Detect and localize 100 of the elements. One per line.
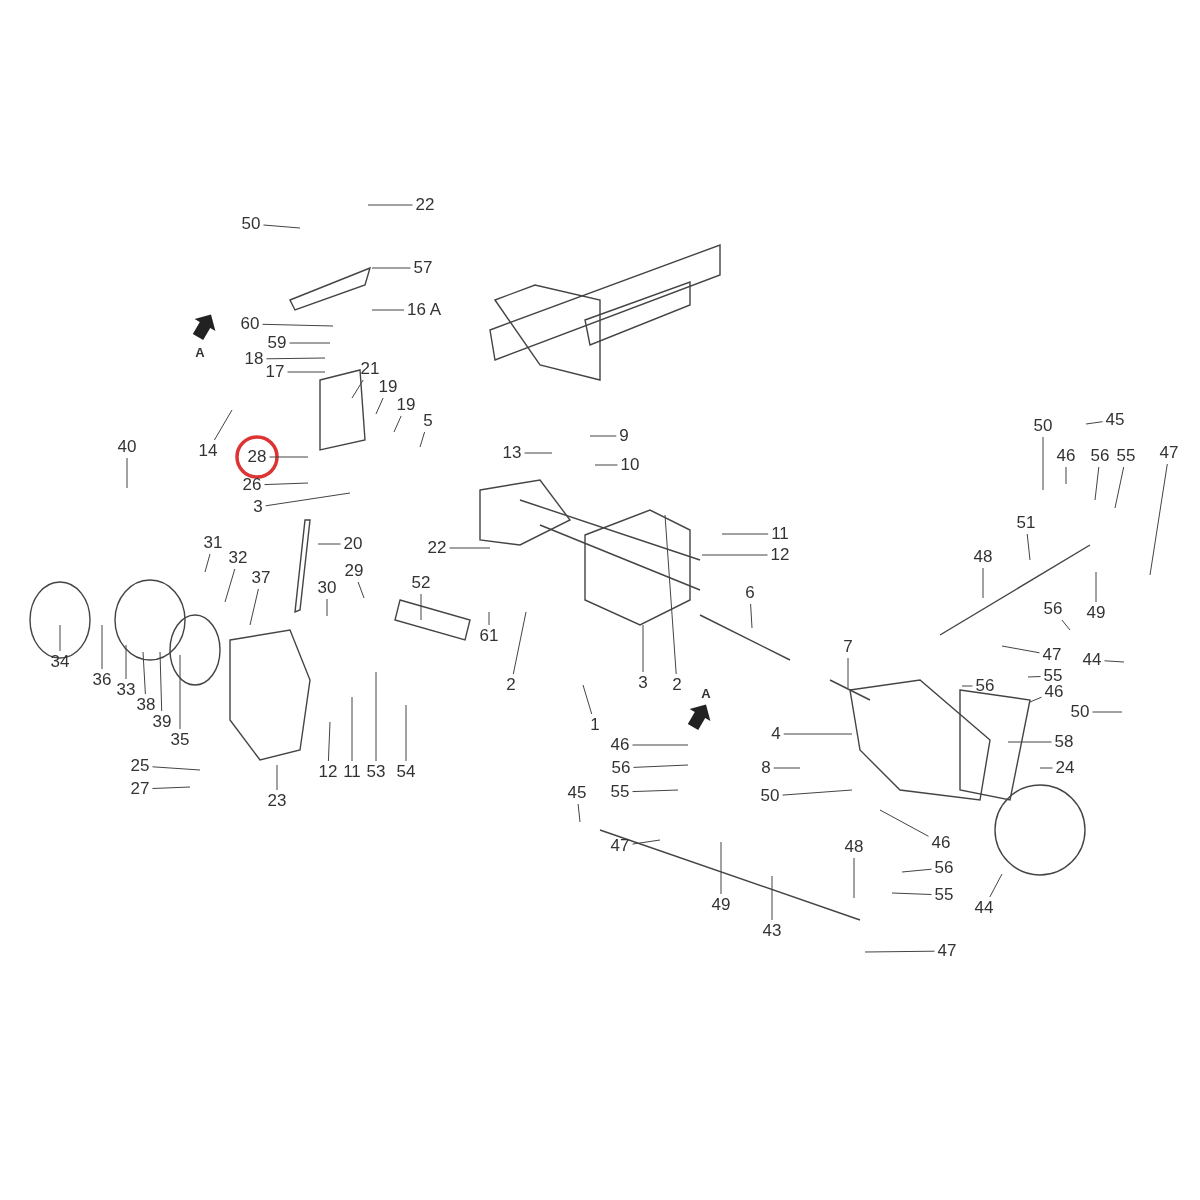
callout-number: 60 [239, 315, 261, 333]
leader-line [371, 309, 405, 311]
callout-number: 43 [761, 922, 783, 940]
callout-number: 11 [342, 763, 362, 781]
callout-number: 47 [936, 942, 958, 960]
callout-number: 8 [760, 759, 772, 777]
callout-number: 47 [1041, 646, 1063, 664]
callout-number: 55 [933, 886, 955, 904]
callout-number: 22 [426, 539, 448, 557]
callout-number: 57 [412, 259, 434, 277]
leader-line [1065, 466, 1067, 485]
callout-number: 32 [227, 549, 249, 567]
callout-number: 29 [343, 562, 365, 580]
callout-number: 20 [342, 535, 364, 553]
callout-number: 50 [1032, 417, 1054, 435]
leader-line [142, 651, 146, 695]
leader-line [276, 764, 278, 791]
leader-line [327, 721, 331, 762]
leader-line [961, 685, 973, 687]
callout-number: 19 [377, 378, 399, 396]
callout-number: 26 [241, 476, 263, 494]
callout-number: 3 [637, 674, 649, 692]
callout-number: 39 [151, 713, 173, 731]
leader-line [375, 397, 384, 415]
leader-line [1039, 767, 1053, 769]
leader-line [152, 786, 191, 789]
callout-number: 56 [610, 759, 632, 777]
leader-line [1149, 463, 1168, 576]
callout-number: 17 [264, 363, 286, 381]
callout-number: 49 [710, 896, 732, 914]
callout-number: 47 [1158, 444, 1180, 462]
callout-number: 35 [169, 731, 191, 749]
leader-line [405, 704, 407, 762]
callout-number: 9 [618, 427, 630, 445]
leader-line [771, 875, 773, 921]
leader-line [351, 696, 353, 762]
leader-line [1007, 741, 1052, 743]
leader-line [101, 624, 103, 670]
callout-number: 11 [770, 525, 790, 543]
callout-number: 52 [410, 574, 432, 592]
leader-line [524, 452, 553, 454]
leader-line [326, 598, 328, 617]
leader-line [632, 789, 679, 793]
callout-number: 31 [202, 534, 224, 552]
leader-line [721, 533, 769, 535]
callout-number: 48 [843, 838, 865, 856]
leader-line [393, 415, 402, 433]
callout-number: 56 [933, 859, 955, 877]
leader-line [982, 567, 984, 599]
callout-number: 34 [49, 653, 71, 671]
leader-line [269, 456, 309, 458]
callout-number: 46 [1043, 683, 1065, 701]
callout-number: 13 [501, 444, 523, 462]
leader-line [891, 892, 932, 895]
leader-line [420, 593, 422, 621]
callout-number: 46 [1055, 447, 1077, 465]
leader-line [594, 464, 618, 466]
callout-number: 5 [422, 412, 434, 430]
leader-line [642, 624, 644, 673]
callout-number: 46 [930, 834, 952, 852]
leader-line [1095, 571, 1097, 603]
leader-line [213, 409, 233, 441]
callout-number: 27 [129, 780, 151, 798]
callout-number: 10 [619, 456, 641, 474]
leader-line [125, 644, 127, 680]
leader-line [204, 553, 211, 573]
callout-number: 40 [116, 438, 138, 456]
leader-line [853, 857, 855, 899]
leader-line [263, 224, 301, 229]
callout-number: 45 [1104, 411, 1126, 429]
callout-number: 21 [359, 360, 381, 378]
leader-line [126, 457, 128, 489]
callout-number: 23 [266, 792, 288, 810]
leader-line [512, 611, 527, 675]
leader-line [1042, 436, 1044, 491]
leader-line [1092, 711, 1123, 713]
leader-line [701, 554, 768, 556]
view-label: A [195, 344, 205, 360]
callout-number: 51 [1015, 514, 1037, 532]
leader-line [632, 839, 661, 845]
callout-number: 56 [1042, 600, 1064, 618]
leader-line [488, 611, 490, 626]
callout-number: 61 [478, 627, 500, 645]
callout-number: 4 [770, 725, 782, 743]
leader-line [720, 841, 722, 895]
leader-line [750, 603, 753, 629]
leader-line [633, 764, 689, 768]
leader-line [773, 767, 801, 769]
callout-number: 37 [250, 569, 272, 587]
leader-line [1061, 619, 1071, 631]
callout-number: 55 [1115, 447, 1137, 465]
leader-line [249, 588, 259, 626]
leader-line [265, 492, 351, 507]
callout-number: 49 [1085, 604, 1107, 622]
callout-number: 12 [317, 763, 339, 781]
leader-line [375, 671, 377, 762]
callout-number: 30 [316, 579, 338, 597]
callout-number: 25 [129, 757, 151, 775]
callout-number: 59 [266, 334, 288, 352]
leader-line [266, 357, 326, 360]
